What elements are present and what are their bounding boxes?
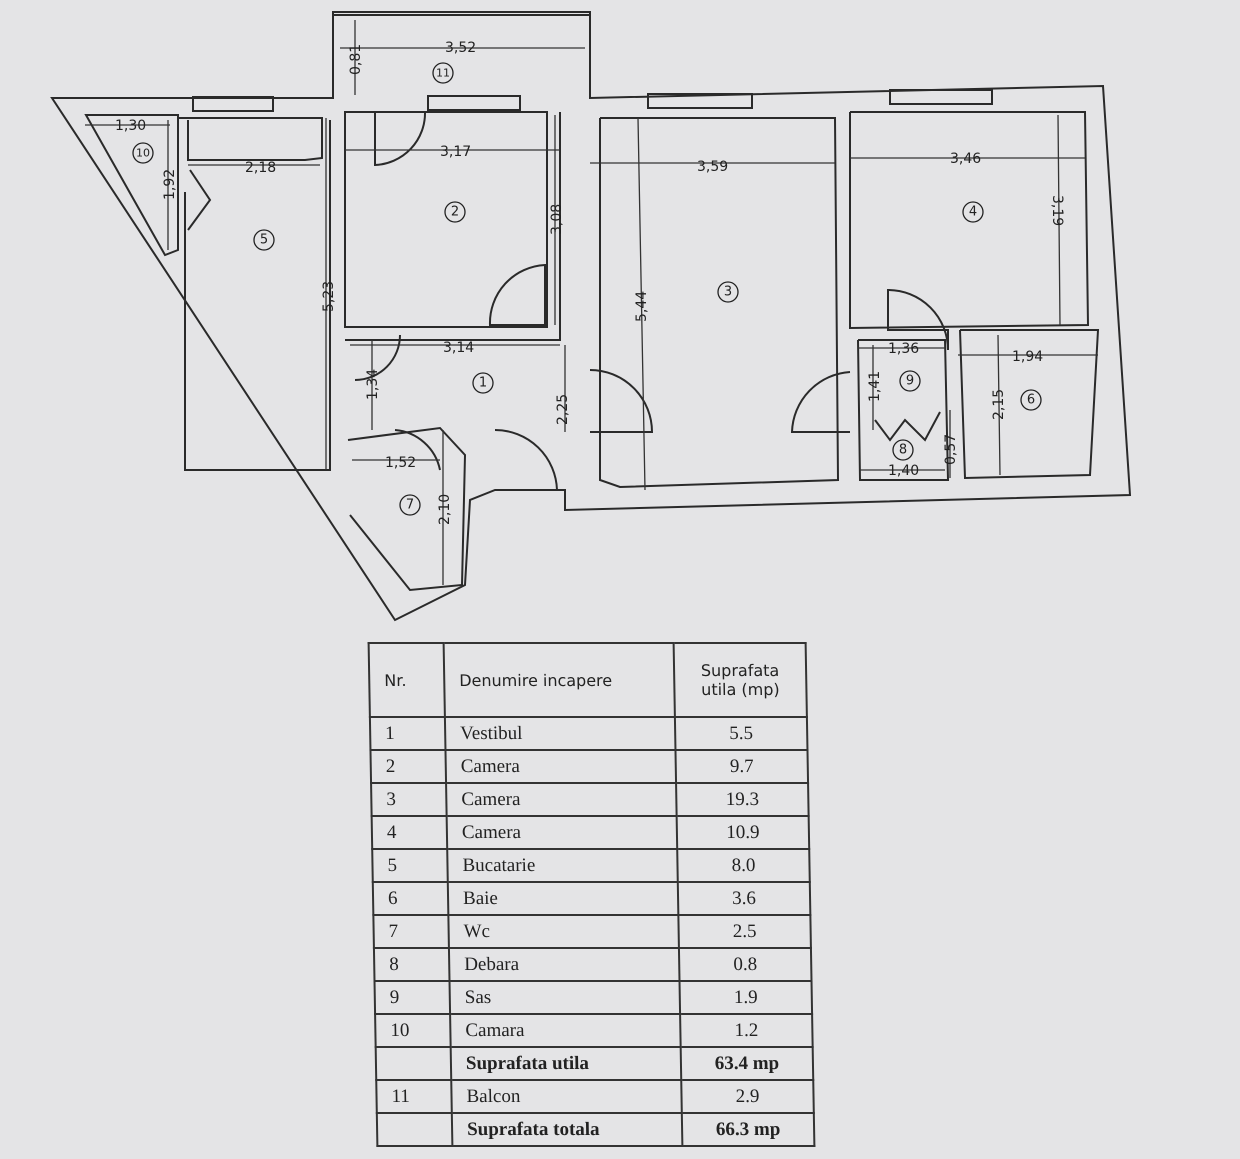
row-name: Vestibul — [444, 717, 676, 750]
dim-sas-depth: 1,41 — [867, 371, 883, 402]
row-name: Debara — [448, 948, 680, 981]
row-name: Sas — [449, 981, 681, 1014]
room-number-9: 9 — [906, 374, 914, 389]
row-area: 2.5 — [678, 915, 811, 948]
dim-camara-width: 1,30 — [115, 118, 146, 134]
grand-total-row: Suprafata totala 66.3 mp — [376, 1113, 815, 1146]
row-name: Camera — [446, 816, 678, 849]
row-area: 1.2 — [680, 1014, 813, 1047]
dim-sas-width: 1,36 — [888, 341, 919, 357]
row-name: Camera — [446, 783, 677, 816]
row-area: 3.6 — [677, 882, 811, 915]
header-nr: Nr. — [368, 643, 445, 717]
row-area: 0.8 — [678, 948, 812, 981]
room-number-5: 5 — [260, 233, 268, 248]
empty-cell — [376, 1113, 453, 1146]
balcony-area: 2.9 — [681, 1080, 814, 1113]
header-name: Denumire incapere — [443, 643, 675, 717]
row-nr: 3 — [371, 783, 447, 816]
dim-bath-width: 1,94 — [1012, 349, 1043, 365]
balcony-nr: 11 — [376, 1080, 452, 1113]
row-name: Camara — [450, 1014, 681, 1047]
dim-kitchen-depth: 5,23 — [321, 281, 337, 312]
row-name: Camera — [445, 750, 677, 783]
dimension-labels: 3,52 0,81 1,30 1,92 2,18 5,23 3,17 3,08 … — [115, 40, 1065, 525]
row-area: 9.7 — [675, 750, 809, 783]
balcony-name: Balcon — [451, 1080, 682, 1113]
dim-wc-width: 1,52 — [385, 455, 416, 471]
room-number-1: 1 — [479, 376, 487, 391]
room-number-8: 8 — [899, 443, 907, 458]
row-nr: 6 — [372, 882, 449, 915]
dim-debara-depth: 0,57 — [943, 434, 959, 465]
row-nr: 7 — [373, 915, 449, 948]
walls — [50, 11, 1132, 622]
row-nr: 4 — [371, 816, 448, 849]
dim-hall-depth-2: 2,25 — [555, 394, 571, 425]
empty-cell — [375, 1047, 452, 1080]
dim-kitchen-width: 2,18 — [245, 160, 276, 176]
header-area-line1: Suprafata — [700, 661, 780, 680]
dim-balcony-depth: 0,81 — [348, 44, 364, 75]
room-number-6: 6 — [1027, 393, 1035, 408]
useful-total-value: 63.4 mp — [680, 1047, 814, 1080]
dim-hall-depth: 1,34 — [365, 369, 381, 400]
row-nr: 10 — [375, 1014, 451, 1047]
room-numbers: 1 2 3 4 5 6 7 8 9 10 11 — [132, 62, 1042, 516]
room-number-3: 3 — [724, 285, 732, 300]
row-name: Wc — [448, 915, 679, 948]
row-area: 8.0 — [677, 849, 810, 882]
row-nr: 5 — [372, 849, 448, 882]
header-area-line2: utila (mp) — [701, 680, 780, 699]
row-nr: 9 — [374, 981, 451, 1014]
row-nr: 2 — [370, 750, 447, 783]
room-number-2: 2 — [451, 205, 459, 220]
row-nr: 1 — [369, 717, 446, 750]
dim-room3-width: 3,59 — [697, 159, 728, 175]
dim-debara-width: 1,40 — [888, 463, 919, 479]
grand-total-value: 66.3 mp — [681, 1113, 815, 1146]
row-area: 10.9 — [676, 816, 810, 849]
row-nr: 8 — [373, 948, 450, 981]
room-number-4: 4 — [969, 205, 977, 220]
dim-camara-depth: 1,92 — [162, 169, 178, 200]
grand-total-label: Suprafata totala — [451, 1113, 683, 1146]
dim-room3-depth: 5,44 — [634, 291, 650, 322]
dim-room4-width: 3,46 — [950, 151, 981, 167]
dim-room4-depth: 3,19 — [1049, 195, 1065, 226]
dim-balcony-width: 3,52 — [445, 40, 476, 56]
row-area: 5.5 — [674, 717, 808, 750]
doors — [187, 111, 949, 491]
row-area: 19.3 — [676, 783, 809, 816]
room-number-7: 7 — [406, 498, 414, 513]
balcony-row: 11 Balcon 2.9 — [376, 1080, 814, 1113]
row-name: Baie — [447, 882, 679, 915]
room-number-11: 11 — [436, 67, 450, 80]
room-number-10: 10 — [136, 147, 150, 160]
row-area: 1.9 — [679, 981, 813, 1014]
useful-total-row: Suprafata utila 63.4 mp — [375, 1047, 814, 1080]
dim-hall-width: 3,14 — [443, 340, 474, 356]
row-name: Bucatarie — [447, 849, 678, 882]
dim-room2-depth: 3,08 — [549, 204, 565, 235]
dim-wc-depth: 2,10 — [437, 494, 453, 525]
dim-bath-depth: 2,15 — [991, 389, 1007, 420]
dim-room2-width: 3,17 — [440, 144, 471, 160]
useful-total-label: Suprafata utila — [450, 1047, 682, 1080]
dimension-lines — [85, 20, 1098, 585]
floor-plan: 3,52 0,81 1,30 1,92 2,18 5,23 3,17 3,08 … — [50, 11, 1132, 622]
